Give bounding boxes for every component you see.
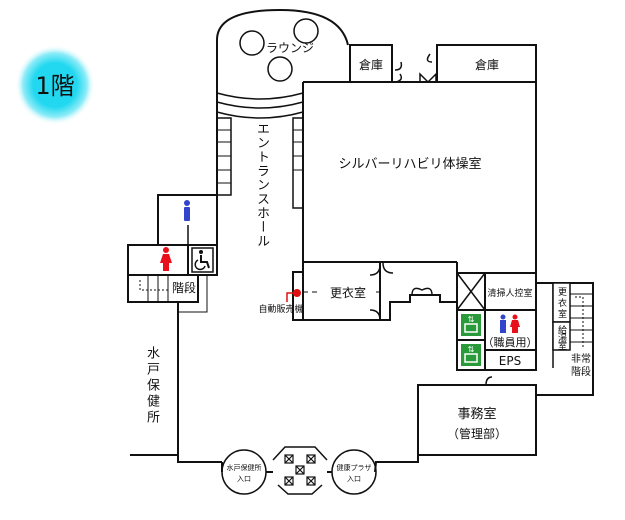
entrance-hall-label: エントランスホール [254,122,269,248]
svg-text:入口: 入口 [237,475,251,483]
cleaner-room-label: 清掃人控室 [487,287,532,299]
storage-right-label: 倉庫 [475,57,499,72]
elevator-icon [461,344,481,366]
emergency-stairs-label: 非常階段 [571,354,591,378]
kitchenette [552,321,571,351]
female-toilet [127,244,189,276]
staff-toilet-icon [500,314,520,333]
eps [484,349,537,371]
office [417,384,537,456]
door-icons [394,53,437,84]
vending-machine-label: 自動販売機 [258,303,303,315]
health-center-label: 水戸保健所 [144,346,159,426]
svg-text:入口: 入口 [347,475,361,483]
lounge: ラウンジ [216,8,349,195]
floor-badge: 1階 [15,45,95,125]
storage-left-label: 倉庫 [359,57,383,72]
elevator-icon [461,314,481,336]
entrance-health-center[interactable]: 水戸保健所 入口 [221,449,267,495]
svg-text:⇅: ⇅ [468,315,475,324]
female-toilet-icon [160,247,172,271]
office-label: 事務室 [457,406,496,422]
wheelchair-icon [191,247,214,273]
svg-text:健康プラザ: 健康プラザ [337,463,372,472]
male-toilet-icon [184,200,190,221]
entrance-plaza[interactable]: 健康プラザ 入口 [331,449,377,495]
cleaner-room [484,272,537,311]
stairs-label: 階段 [172,280,196,295]
lounge-label: ラウンジ [266,41,314,55]
kitchenette-label: 給湯室 [556,325,566,349]
gym-label: シルバーリハビリ体操室 [338,156,481,172]
staff-toilet-label: （職員用） [483,336,538,349]
office-sub-label: （管理部） [447,426,507,441]
stairs [127,274,208,313]
changing-room-small-label: 更衣室 [556,287,566,320]
svg-text:水戸保健所: 水戸保健所 [227,463,262,472]
svg-text:⇅: ⇅ [468,345,475,354]
changing-room-label: 更衣室 [330,285,366,300]
revolving-door[interactable] [272,446,328,495]
floor-label: 1階 [35,72,74,100]
eps-label: EPS [499,354,521,368]
